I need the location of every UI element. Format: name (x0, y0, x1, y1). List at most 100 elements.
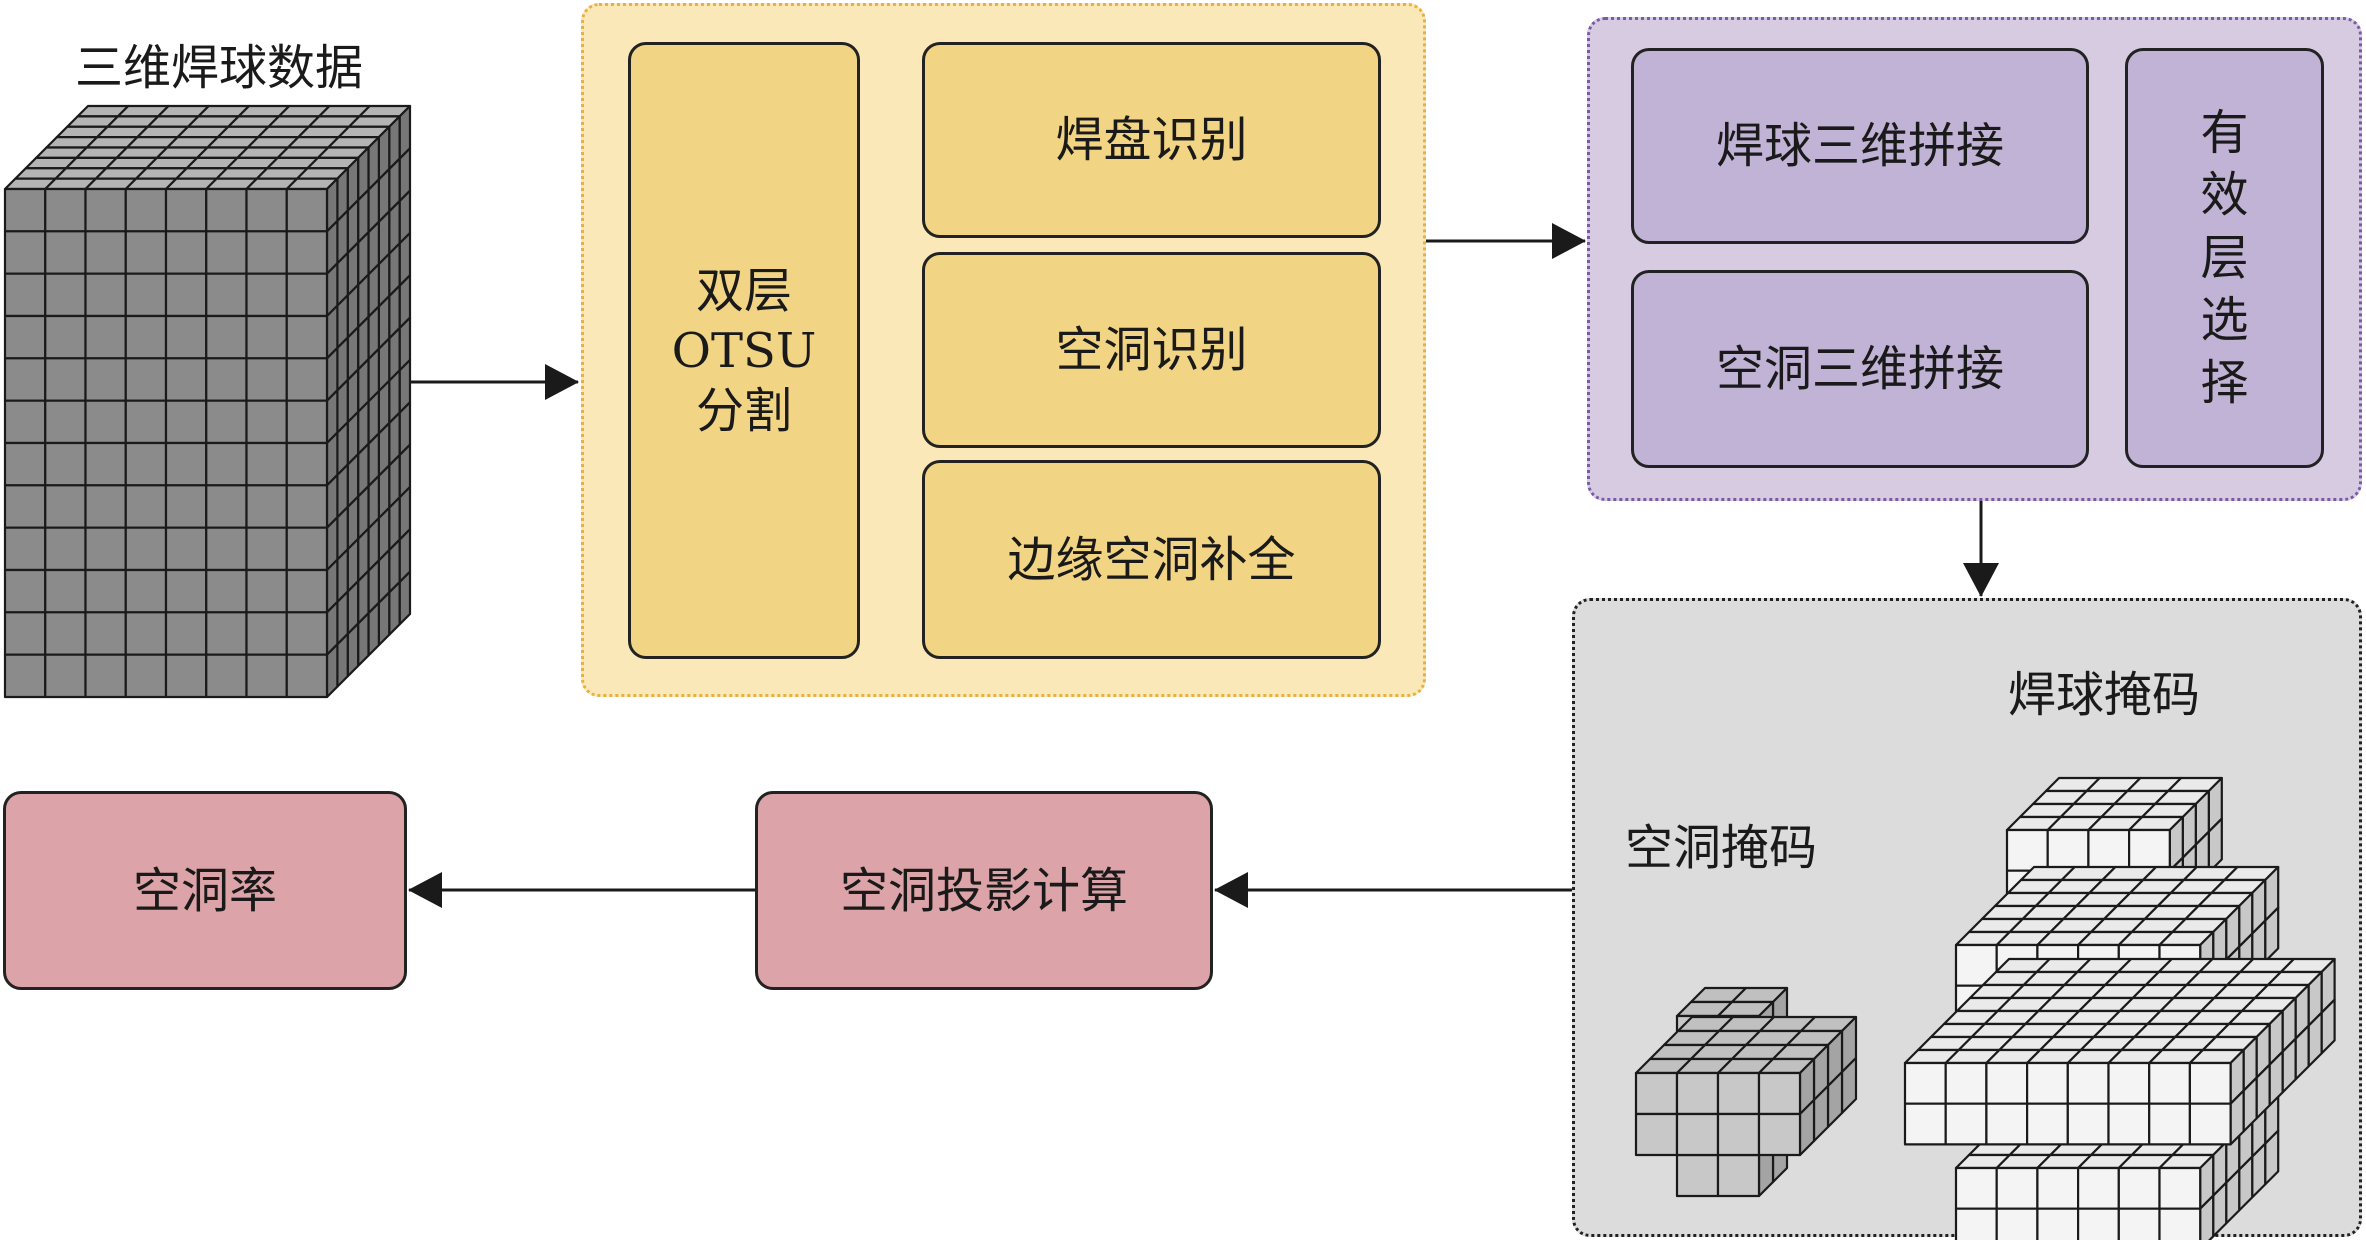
cube-front-cell (164, 484, 208, 529)
voxel-front (1716, 1112, 1761, 1157)
layer-select-char: 选 (2200, 292, 2249, 349)
cube-front-cell (164, 568, 208, 614)
cube-front-cell (84, 272, 127, 318)
cube-front-cell (285, 357, 329, 402)
void-stitching-box[interactable]: 空洞三维拼接 (1631, 270, 2089, 468)
cube-front-cell (3, 357, 47, 402)
layer-select-text: 有 效 层 选 择 (2200, 102, 2248, 414)
cube-front-cell (3, 568, 47, 614)
solder-mask-voxels (1903, 776, 2336, 1240)
cube-front-cell (44, 484, 87, 529)
voxel-front (1995, 1166, 2039, 1210)
voxel-front (2025, 1102, 2069, 1146)
cube-front-cell (44, 568, 87, 614)
cube-front-cell (245, 272, 288, 318)
otsu-segmentation-box[interactable]: 双层 OTSU 分割 (628, 42, 860, 659)
void-projection-box[interactable]: 空洞投影计算 (755, 791, 1213, 990)
voxel-front (1634, 1112, 1679, 1157)
cube-front-cell (205, 653, 248, 699)
voxel-front (1757, 1112, 1802, 1157)
cube-front-cell (245, 526, 288, 572)
voxel-front (1944, 1102, 1988, 1146)
cube-front-cell (245, 230, 288, 275)
cube-front-cell (124, 187, 168, 233)
cube-side-cell (377, 591, 391, 647)
voxel-front (1985, 1061, 2029, 1105)
cube-side-cell (325, 643, 339, 699)
void-projection-label: 空洞投影计算 (839, 862, 1128, 919)
cube-front-cell (245, 314, 288, 360)
cube-front-cell (205, 526, 248, 572)
cube-front-cell (245, 484, 288, 529)
valid-layer-selection-box[interactable]: 有 效 层 选 择 (2125, 48, 2324, 468)
cube-front-cell (3, 314, 47, 360)
cube-front-cell (285, 272, 329, 318)
voxel-front (2087, 828, 2131, 872)
void-recognition-box[interactable]: 空洞识别 (922, 252, 1381, 448)
cube-front-cell (44, 230, 87, 275)
cube-front-cell (84, 441, 127, 487)
cube-front-cell (164, 187, 208, 233)
voxel-front (2188, 1102, 2232, 1146)
voxel-front (1954, 1166, 1998, 1210)
cube-front-cell (124, 568, 168, 614)
cube-front-cell (285, 526, 329, 572)
voxel-front (1954, 1207, 1998, 1240)
voxel-front (2036, 1207, 2080, 1240)
pad-recognition-box[interactable]: 焊盘识别 (922, 42, 1381, 238)
solder-stitching-box[interactable]: 焊球三维拼接 (1631, 48, 2089, 244)
cube-front-cell (205, 484, 248, 529)
cube-front-cell (44, 399, 87, 445)
cube-front-cell (164, 526, 208, 572)
cube-front-cell (84, 399, 127, 445)
cube-front-cell (205, 441, 248, 487)
voxel-front (2066, 1061, 2110, 1105)
cube-front-cell (205, 272, 248, 318)
cube-front-cell (124, 399, 168, 445)
cube-front-cell (285, 187, 329, 233)
cube-front-cell (44, 526, 87, 572)
voxel-front (2046, 828, 2090, 872)
cube-front-cell (205, 568, 248, 614)
layer-select-char: 择 (2200, 354, 2249, 411)
cube-front-cell (124, 357, 168, 402)
otsu-line: 分割 (695, 382, 792, 439)
cube-front-cell (285, 441, 329, 487)
cube-front-cell (3, 484, 47, 529)
voxel-front (2148, 1061, 2191, 1105)
cube-front-cell (44, 272, 87, 318)
voxel-front (2005, 828, 2049, 872)
input-voxel-cube (3, 104, 412, 699)
cube-front-cell (164, 357, 208, 402)
cube-front-cell (84, 526, 127, 572)
cube-front-cell (245, 568, 288, 614)
voxel-front (1903, 1102, 1947, 1146)
voxel-front (1716, 1153, 1761, 1198)
cube-front-cell (164, 611, 208, 656)
cube-front-cell (44, 441, 87, 487)
cube-front-cell (205, 611, 248, 656)
voxel-front (2158, 1166, 2202, 1210)
cube-front-cell (124, 611, 168, 656)
cube-front-cell (44, 653, 87, 699)
cube-front-cell (124, 230, 168, 275)
cube-side-cell (346, 622, 360, 678)
voxel-front (1995, 1207, 2039, 1240)
edge-void-completion-box[interactable]: 边缘空洞补全 (922, 460, 1381, 659)
cube-front-cell (3, 611, 47, 656)
voxel-front (1716, 1071, 1761, 1116)
void-rate-label: 空洞率 (132, 862, 277, 919)
void-mask-label: 空洞掩码 (1625, 820, 1818, 876)
voxel-front (1944, 1061, 1988, 1105)
voxel-front (2128, 828, 2171, 872)
voxel-front (2148, 1102, 2191, 1146)
cube-front-cell (44, 357, 87, 402)
cube-front-cell (124, 653, 168, 699)
voxel-front (1903, 1061, 1947, 1105)
layer-select-char: 有 (2200, 105, 2249, 162)
cube-front-cell (3, 653, 47, 699)
void-rate-box[interactable]: 空洞率 (3, 791, 407, 990)
cube-front-cell (44, 611, 87, 656)
cube-front-cell (164, 230, 208, 275)
cube-front-cell (3, 526, 47, 572)
